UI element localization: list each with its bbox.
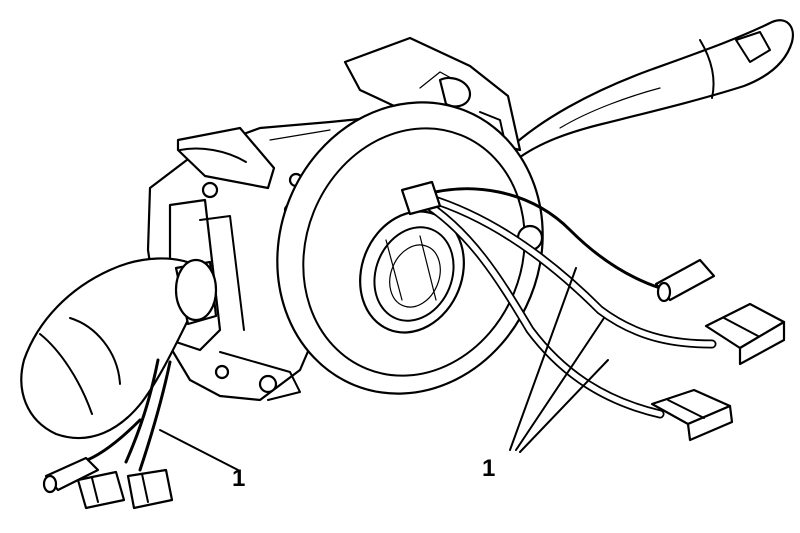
callout-label-right: 1 xyxy=(482,455,495,482)
clock-spring-ring xyxy=(276,101,544,395)
right-connectors xyxy=(650,258,786,442)
right-stalk-lever xyxy=(506,19,794,162)
callout-label-left: 1 xyxy=(232,465,245,492)
right-wire-harness xyxy=(400,180,717,453)
left-connectors xyxy=(42,456,174,510)
